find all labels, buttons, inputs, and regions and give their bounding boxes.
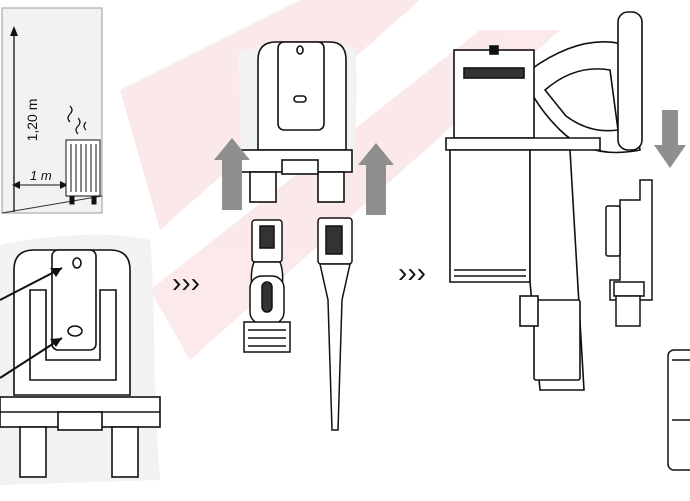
arrow-down-icon [654,110,686,168]
bracket-front-partial [667,349,690,471]
height-label: 1,20 m [24,99,40,142]
radiator [65,139,101,205]
brush-tool [243,219,291,353]
heat-waves-icon [67,105,87,135]
bracket-side-view [605,179,653,327]
wall-bracket-panel [0,234,161,485]
wall-placement-panel: 1,20 m 1 m [1,7,103,214]
step-separator-1: ››› [172,267,200,298]
accessory-storage-panel [214,41,394,431]
distance-label: 1 m [30,168,52,183]
arrow-up-icon [214,138,394,215]
crevice-tool [317,217,353,431]
step-separator-2: ››› [398,257,426,288]
vacuum-mounting-panel [445,11,690,471]
